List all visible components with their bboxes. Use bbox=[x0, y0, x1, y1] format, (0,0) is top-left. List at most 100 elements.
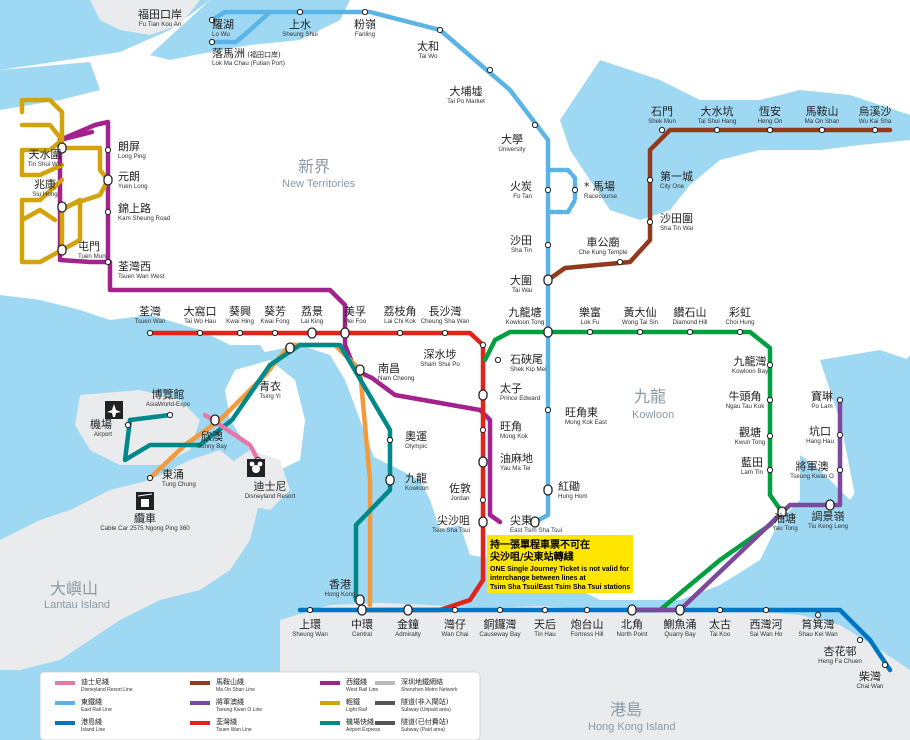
legend-label-zh: 港島綫 bbox=[81, 717, 102, 726]
station-name-zh: 錦上路 bbox=[118, 201, 151, 215]
station-name-en: Tiu Keng Leng bbox=[808, 523, 849, 530]
station-name-zh: 將軍澳 bbox=[796, 459, 829, 473]
station-name-zh: 烏溪沙 bbox=[859, 104, 892, 118]
station-name-en: Siu Hong bbox=[32, 191, 58, 198]
station-marker-taiwo bbox=[436, 26, 444, 34]
legend-label-en: Subway (Unpaid area) bbox=[401, 707, 451, 713]
station-marker-sheungwan bbox=[306, 606, 314, 614]
station-name-zh: 西灣河 bbox=[750, 618, 783, 631]
station-name-en: Sunny Bay bbox=[197, 443, 228, 450]
area-lantau-en: Lantau Island bbox=[44, 599, 110, 611]
station-name-zh: 深水埗 bbox=[424, 347, 457, 361]
station-name-zh: 油麻地 bbox=[500, 451, 533, 465]
station-name-en: Tai Wai bbox=[512, 287, 532, 294]
station-name-zh: 沙田圍 bbox=[660, 212, 693, 225]
station-marker-hanghau bbox=[836, 431, 844, 439]
station-name-en: Lok Fu bbox=[581, 319, 600, 326]
area-hk-island-en: Hong Kong Island bbox=[588, 721, 675, 733]
station-marker-kowloontong bbox=[543, 326, 553, 338]
station-name-en: Disneyland Resort bbox=[245, 493, 296, 500]
station-name-en: Shek Kip Mei bbox=[510, 366, 546, 373]
legend-label-zh: 迪士尼綫 bbox=[81, 677, 109, 686]
station-name-zh: 觀塘 bbox=[739, 425, 761, 439]
area-kowloon-zh: 九龍 bbox=[634, 387, 666, 406]
station-marker-tseungkwano bbox=[836, 466, 844, 474]
station-name-zh: 羅湖 bbox=[212, 18, 234, 31]
west-rail-north bbox=[57, 119, 111, 265]
station-marker-kwuntong bbox=[766, 432, 774, 440]
station-name-zh: 美孚 bbox=[344, 305, 366, 318]
station-name-en: Tai Wo bbox=[419, 53, 438, 60]
station-marker-longping bbox=[104, 146, 112, 154]
station-name-en: Fortress Hill bbox=[570, 631, 603, 638]
light-rail-3 bbox=[19, 197, 83, 253]
station-marker-shekmun bbox=[658, 126, 666, 134]
station-marker-hengon bbox=[766, 126, 774, 134]
station-name-en: Olympic bbox=[405, 443, 427, 450]
station-marker-kamsheungroad bbox=[104, 208, 112, 216]
station-name-en: Kwai Fong bbox=[260, 318, 290, 325]
station-marker-racecourse bbox=[571, 186, 579, 194]
station-name-zh: 火炭 bbox=[510, 180, 532, 193]
station-name-en: Chai Wan bbox=[857, 683, 884, 690]
east-rail-lmc-branch bbox=[209, 9, 273, 45]
station-name-zh: 太和 bbox=[417, 40, 439, 53]
notice-zh-line1: 持一張單程車票不可在 bbox=[490, 538, 590, 551]
station-name-en: Heng On bbox=[758, 118, 783, 125]
station-name-en: Sha Tin bbox=[511, 247, 533, 254]
station-name-en: Causeway Bay bbox=[479, 631, 521, 638]
station-name-en: Central bbox=[352, 631, 372, 638]
station-name-en: Yau Ma Tei bbox=[500, 465, 530, 472]
station-marker-chaiwan bbox=[881, 661, 889, 669]
station-name-zh: 上水 bbox=[289, 18, 311, 31]
station-name-zh: 青衣 bbox=[259, 379, 281, 393]
station-marker-wongtaisin bbox=[636, 328, 644, 336]
station-name-en: Shek Mun bbox=[648, 118, 676, 125]
station-name-zh: 沙田 bbox=[510, 234, 532, 247]
station-name-en: Cheung Sha Wan bbox=[421, 318, 470, 325]
station-marker-tsuenwan bbox=[146, 329, 154, 337]
station-name-zh: 佐敦 bbox=[449, 481, 471, 495]
station-name-zh: 大埔墟 bbox=[450, 84, 483, 98]
station-name-en: Tseung Kwan O bbox=[790, 473, 834, 480]
station-name-zh: 天后 bbox=[534, 618, 556, 631]
station-name-en: Fanling bbox=[355, 31, 376, 38]
station-marker-quarrybay bbox=[675, 604, 685, 616]
station-marker-causewaybay bbox=[496, 606, 504, 614]
station-marker-shekkipmei bbox=[494, 356, 502, 364]
notice-zh-line2: 尖沙咀/尖東站轉綫 bbox=[490, 550, 574, 563]
ma-on-shan-line bbox=[545, 127, 893, 283]
station-name-en: Tsuen Wan West bbox=[118, 273, 165, 280]
station-marker-namcheong bbox=[355, 364, 365, 376]
station-marker-meifoo bbox=[340, 327, 350, 339]
station-marker-cheungshawan bbox=[441, 329, 449, 337]
station-name-en: Mong Kok bbox=[500, 433, 529, 440]
area-hk-island-zh: 港島 bbox=[610, 700, 642, 719]
station-name-zh: 金鐘 bbox=[397, 617, 419, 631]
station-name-en: Kwun Tong bbox=[735, 439, 766, 446]
station-name-en: Wan Chai bbox=[442, 631, 469, 638]
station-name-zh: 迪士尼 bbox=[254, 480, 287, 493]
station-name-zh: 灣仔 bbox=[444, 618, 466, 631]
station-markers bbox=[57, 8, 889, 669]
station-marker-taipomarket bbox=[486, 66, 494, 74]
